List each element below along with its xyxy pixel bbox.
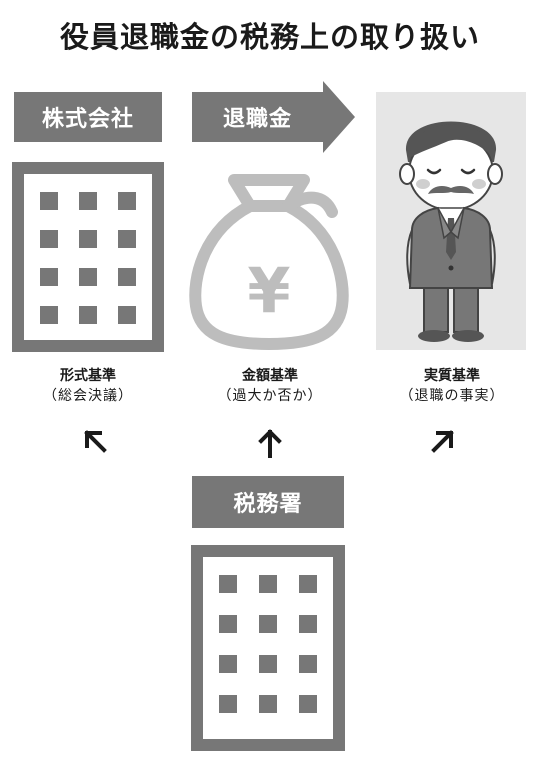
page-title: 役員退職金の税務上の取り扱い: [59, 20, 480, 54]
substantive-criterion: 実質基準 （退職の事実）: [364, 366, 540, 406]
company-building-icon: [12, 162, 164, 352]
arrow-up-left-icon: [84, 430, 107, 453]
formal-criterion-detail: （総会決議）: [43, 388, 133, 404]
substantive-criterion-title: 実質基準: [424, 368, 480, 384]
formal-criterion-title: 形式基準: [60, 368, 116, 384]
company-label: 株式会社: [14, 92, 162, 142]
substantive-criterion-detail: （退職の事実）: [399, 388, 505, 404]
formal-criterion: 形式基準 （総会決議）: [0, 366, 176, 406]
retirement-pay-label: 退職金: [222, 107, 292, 132]
tax-office-label: 税務署: [192, 476, 344, 528]
executive-person-illustration: [376, 92, 526, 350]
amount-criterion-detail: （過大か否か）: [217, 388, 323, 404]
arrow-up-right-icon: [431, 430, 454, 453]
arrow-up-icon: [258, 429, 282, 458]
money-bag-icon: ¥: [189, 174, 349, 350]
amount-criterion: 金額基準 （過大か否か）: [182, 366, 358, 406]
tax-office-building-icon: [191, 545, 345, 751]
amount-criterion-title: 金額基準: [242, 368, 298, 384]
yen-symbol: ¥: [247, 254, 290, 327]
